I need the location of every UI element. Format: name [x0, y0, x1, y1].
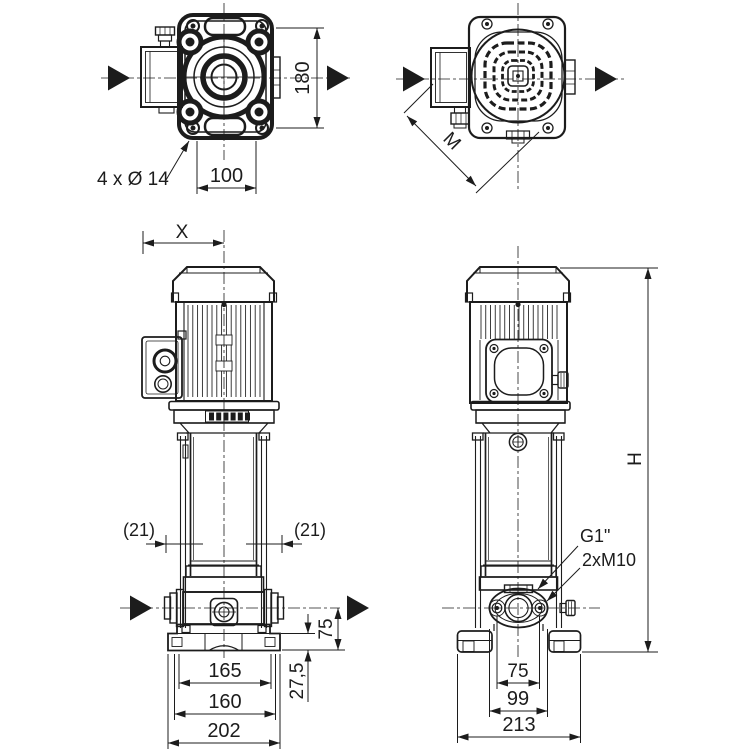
side-rail	[564, 59, 576, 95]
terminal-box-top	[140, 26, 183, 114]
tie-rods	[179, 436, 268, 628]
dimension-75-port: 75	[282, 608, 345, 651]
terminal-box	[141, 330, 187, 399]
dimension-99: 99	[489, 629, 548, 717]
cable-gland-icon	[154, 26, 176, 48]
dim-gap-left-label: (21)	[123, 520, 155, 540]
view-front: X (21) (21) 75 27,5	[120, 222, 369, 749]
flow-direction-arrow	[347, 595, 369, 621]
dim-H-label: H	[625, 452, 646, 466]
dimension-75-bolts: 75	[496, 616, 540, 689]
motor-fins	[187, 305, 261, 397]
dimension-213: 213	[457, 654, 581, 743]
dim-M-label: M	[439, 128, 465, 154]
dim-75-port-label: 75	[316, 618, 337, 639]
port-thread-label: G1"	[580, 526, 610, 546]
fan-grille-icon	[483, 41, 553, 111]
view-top-rear: M	[396, 3, 624, 194]
tie-rods	[474, 436, 563, 628]
callout-port-thread: G1"	[537, 526, 610, 590]
dimension-X: X	[142, 222, 224, 254]
view-top-front: 180 100 4 x Ø 14	[97, 3, 352, 194]
motor-flange-face	[485, 338, 553, 404]
cable-gland-icon	[154, 374, 173, 393]
dim-160-label: 160	[208, 691, 241, 713]
dimension-27-5: 27,5	[281, 614, 315, 702]
motor-body	[469, 301, 569, 404]
side-rail	[271, 56, 281, 99]
mounting-holes	[186, 19, 269, 135]
fan-housing-top	[467, 15, 576, 144]
flange-bolts-label: 2xM10	[582, 550, 636, 570]
dimension-165: 165	[178, 654, 272, 689]
view-side: H G1" 2xM10 75 99 213	[442, 246, 658, 743]
dimension-180: 180	[276, 27, 324, 129]
motor-bolt-lobes	[176, 28, 273, 126]
base-foot-left	[456, 630, 493, 653]
dim-165-label: 165	[208, 660, 241, 682]
mounting-holes-label: 4 x Ø 14	[97, 169, 169, 190]
pump-housing-top	[176, 13, 281, 140]
base-plate	[167, 623, 281, 652]
dim-100-label: 100	[210, 165, 243, 187]
callout-mounting-holes: 4 x Ø 14	[97, 140, 190, 190]
dimension-202: 202	[167, 654, 281, 749]
terminal-box-top	[430, 47, 471, 129]
cable-gland-icon	[551, 371, 569, 389]
motor-lantern	[470, 400, 571, 434]
dim-99-label: 99	[507, 688, 529, 710]
dimension-100: 100	[196, 141, 257, 194]
dim-gap-right-label: (21)	[294, 520, 326, 540]
dimension-gap-left: (21)	[123, 520, 203, 553]
motor-fins	[480, 305, 558, 339]
pump-column	[176, 432, 271, 628]
vent-grid	[209, 412, 250, 421]
dim-27-5-label: 27,5	[287, 663, 308, 700]
cable-gland-icon	[450, 106, 470, 129]
dim-202-label: 202	[207, 720, 240, 742]
dimension-160: 160	[174, 654, 276, 720]
dimension-H: H	[560, 267, 658, 653]
cable-gland-icon	[152, 348, 178, 374]
dimension-gap-right: (21)	[246, 520, 326, 553]
base-foot-right	[548, 630, 582, 653]
dim-X-label: X	[176, 222, 189, 243]
dim-75-bolts-label: 75	[507, 661, 528, 682]
pump-column	[471, 432, 565, 628]
dim-213-label: 213	[502, 714, 535, 736]
callout-flange-bolts: 2xM10	[546, 550, 636, 602]
dim-180-label: 180	[292, 61, 314, 94]
